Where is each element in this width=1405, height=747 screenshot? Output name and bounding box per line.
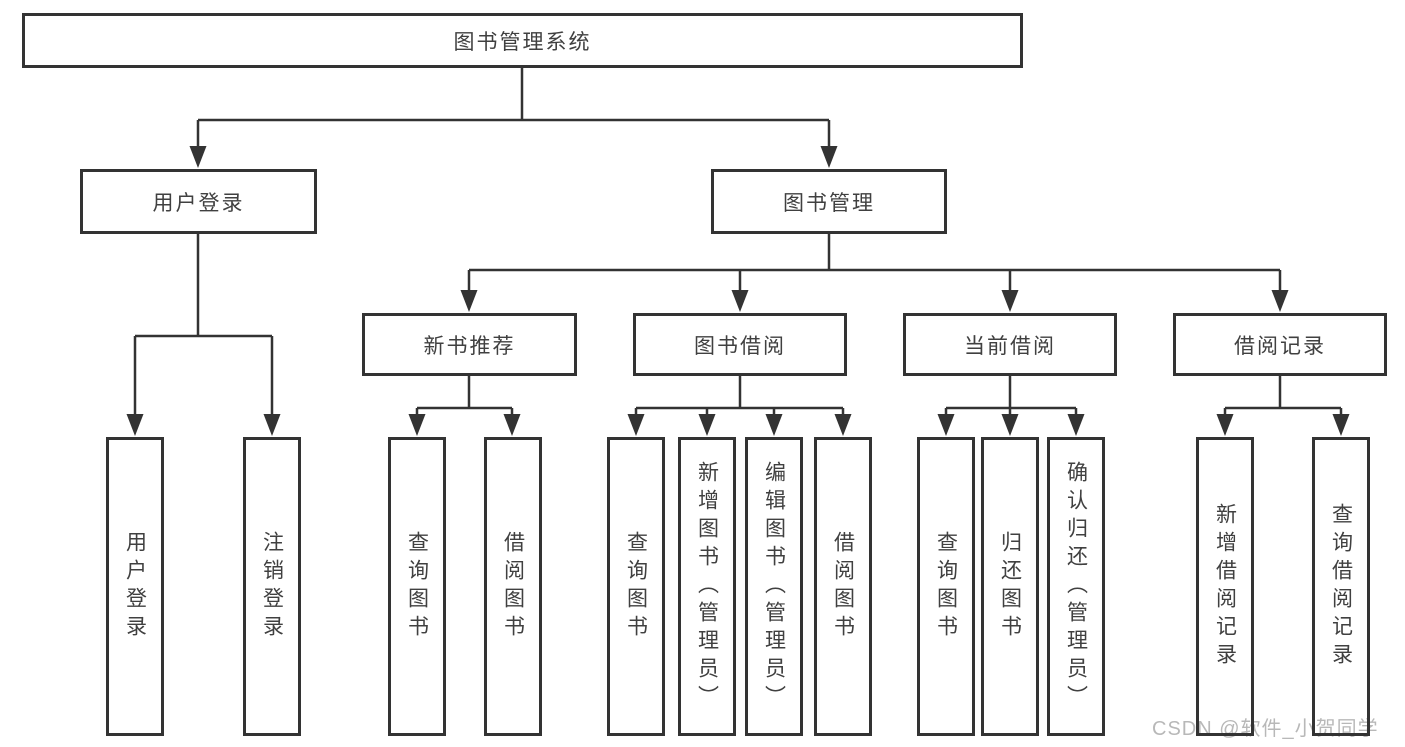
node-library-management-system: 图书管理系统 xyxy=(22,13,1023,68)
node-label: 当前借阅 xyxy=(964,334,1056,358)
arrowhead-icon xyxy=(126,414,144,436)
leaf-label: 查询图书 xyxy=(405,530,429,643)
leaf-label: 新增借阅记录 xyxy=(1213,502,1237,671)
leaf-label: 用户登录 xyxy=(123,530,147,643)
leaf-borrow-books: 借阅图书 xyxy=(814,437,872,736)
arrowhead-icon xyxy=(1001,414,1019,436)
leaf-query-books-current: 查询图书 xyxy=(917,437,975,736)
node-book-borrowing: 图书借阅 xyxy=(633,313,847,376)
leaf-label: 新增图书（管理员） xyxy=(695,460,719,713)
leaf-query-books-recommend: 查询图书 xyxy=(388,437,446,736)
arrowhead-icon xyxy=(460,290,478,312)
node-label: 新书推荐 xyxy=(423,334,516,358)
arrowhead-icon xyxy=(834,414,852,436)
arrowhead-icon xyxy=(937,414,955,436)
leaf-label: 查询借阅记录 xyxy=(1329,502,1353,671)
arrowhead-icon xyxy=(698,414,716,436)
leaf-label: 借阅图书 xyxy=(501,530,525,643)
arrowhead-icon xyxy=(1271,290,1289,312)
leaf-borrow-books-recommend: 借阅图书 xyxy=(484,437,542,736)
node-label: 借阅记录 xyxy=(1234,334,1326,358)
node-book-management: 图书管理 xyxy=(711,169,947,234)
arrowhead-icon xyxy=(1001,290,1019,312)
leaf-confirm-return-admin: 确认归还（管理员） xyxy=(1047,437,1105,736)
node-label: 图书借阅 xyxy=(694,334,786,358)
leaf-user-login: 用户登录 xyxy=(106,437,164,736)
leaf-add-borrow-record: 新增借阅记录 xyxy=(1196,437,1254,736)
node-borrowing-records: 借阅记录 xyxy=(1173,313,1387,376)
node-user-login: 用户登录 xyxy=(80,169,317,234)
leaf-label: 注销登录 xyxy=(260,530,284,643)
arrowhead-icon xyxy=(503,414,521,436)
node-new-book-recommendation: 新书推荐 xyxy=(362,313,577,376)
leaf-add-books-admin: 新增图书（管理员） xyxy=(678,437,736,736)
arrowhead-icon xyxy=(1067,414,1085,436)
arrowhead-icon xyxy=(189,146,207,168)
arrowhead-icon xyxy=(627,414,645,436)
leaf-label: 归还图书 xyxy=(998,530,1022,643)
leaf-label: 编辑图书（管理员） xyxy=(762,460,786,713)
leaf-label: 查询图书 xyxy=(934,530,958,643)
arrowhead-icon xyxy=(731,290,749,312)
leaf-return-books: 归还图书 xyxy=(981,437,1039,736)
arrowhead-icon xyxy=(1216,414,1234,436)
arrowhead-icon xyxy=(1332,414,1350,436)
node-label: 图书管理系统 xyxy=(453,30,592,54)
leaf-query-books-borrowing: 查询图书 xyxy=(607,437,665,736)
arrowhead-icon xyxy=(820,146,838,168)
node-label: 图书管理 xyxy=(783,191,875,215)
leaf-logout: 注销登录 xyxy=(243,437,301,736)
leaf-edit-books-admin: 编辑图书（管理员） xyxy=(745,437,803,736)
leaf-label: 确认归还（管理员） xyxy=(1064,460,1088,713)
node-label: 用户登录 xyxy=(152,191,245,215)
leaf-label: 借阅图书 xyxy=(831,530,855,643)
arrowhead-icon xyxy=(408,414,426,436)
node-current-borrowing: 当前借阅 xyxy=(903,313,1117,376)
leaf-label: 查询图书 xyxy=(624,530,648,643)
leaf-query-borrow-record: 查询借阅记录 xyxy=(1312,437,1370,736)
arrowhead-icon xyxy=(263,414,281,436)
arrowhead-icon xyxy=(765,414,783,436)
